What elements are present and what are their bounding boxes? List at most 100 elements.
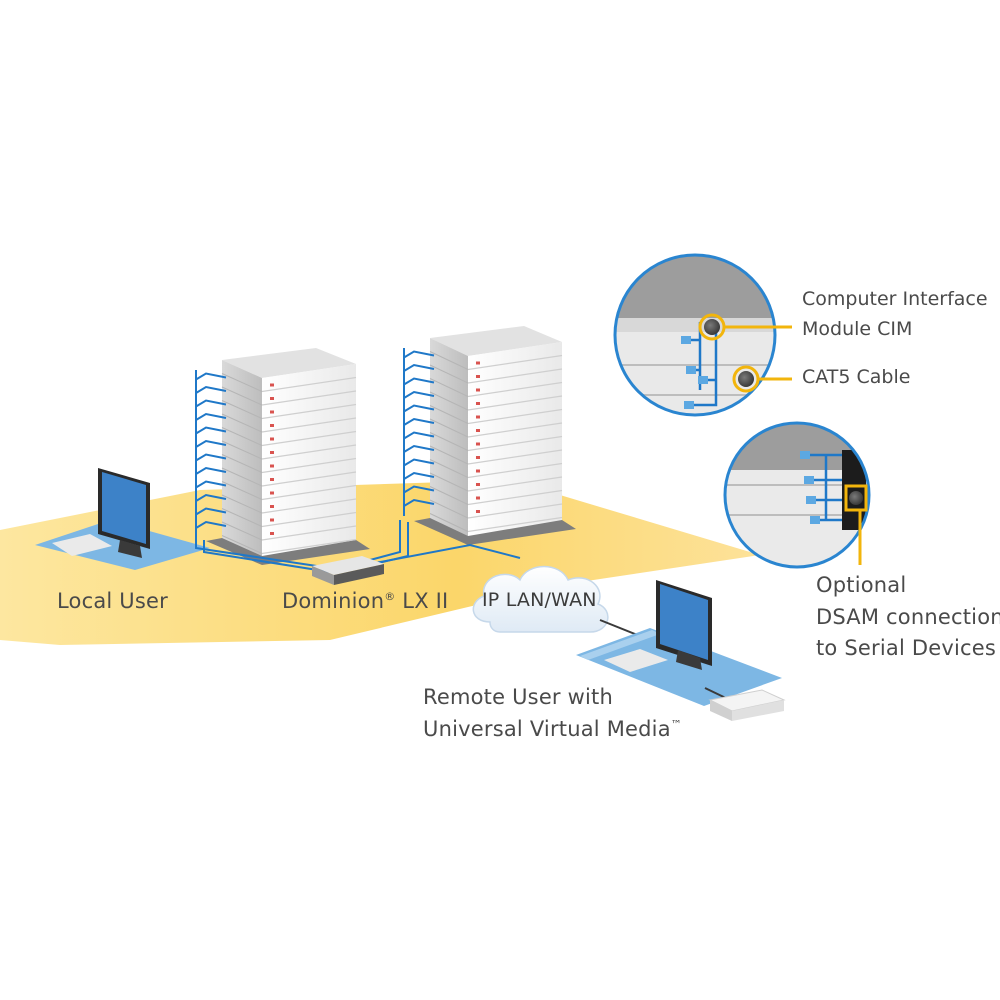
rack-side-line (429, 445, 469, 465)
ip-lan-wan-label: IP LAN/WAN (482, 589, 597, 611)
rack-shelf-line (467, 368, 563, 384)
rack-led (270, 451, 274, 454)
rack-side-line (221, 373, 263, 392)
rack-led (476, 375, 480, 378)
rack-led (270, 410, 274, 414)
rack-shelf-line (261, 376, 357, 393)
rack-side-line (429, 391, 469, 411)
rack-shelf-line (261, 538, 357, 555)
rack-shelf-line (261, 525, 357, 541)
rack-shelf-line (261, 390, 357, 406)
cim-callout (613, 253, 792, 417)
rack-led (270, 532, 274, 535)
rack-shelf-line (261, 417, 357, 433)
dominion-device (312, 556, 384, 585)
ip-lan-wan-cloud (472, 565, 609, 633)
rack-shelf-line (467, 503, 563, 519)
rack-cable-line (195, 493, 227, 502)
rack-shelf-line (261, 457, 357, 474)
rack-cable-line (403, 458, 435, 467)
rack-shelf-line (467, 422, 563, 438)
rack-shelf-line (467, 381, 563, 398)
rack-cable-line (403, 377, 435, 386)
rack-shelf-line (467, 462, 563, 479)
rack-shelf-line (261, 484, 357, 501)
rack-side-line (429, 486, 469, 505)
rack-shelf-line (261, 498, 357, 514)
rack-shelf-line (467, 435, 563, 452)
rack-led (476, 402, 480, 405)
rack-cable-line (195, 480, 227, 489)
rack-cable-line (403, 404, 435, 413)
server-rack-2 (414, 326, 576, 545)
rack-side-line (221, 400, 263, 419)
rack-cable-line (403, 485, 435, 494)
rack-led (270, 424, 274, 427)
rack-shelf-line (467, 489, 563, 506)
rack-cable-line (403, 390, 435, 399)
rack-side-line (429, 432, 469, 451)
rack-side-line (221, 535, 263, 554)
rack-cable-line (195, 466, 227, 475)
rack-shelf-line (261, 403, 357, 420)
rack-side-line (429, 499, 469, 519)
rack-cable-line (195, 520, 227, 529)
rack-shelf-line (261, 430, 357, 447)
rack-led (476, 456, 480, 459)
rack-shelf-line (467, 516, 563, 533)
rack-side-line (429, 405, 469, 424)
rack-shelf-line (467, 408, 563, 425)
rack-shelf-line (261, 444, 357, 460)
rack-cable-line (403, 363, 435, 372)
rack-side-line (221, 521, 263, 541)
dominion-cables (195, 520, 521, 573)
remote-monitor (604, 580, 712, 672)
rack-led (270, 518, 274, 522)
rack-led (270, 464, 274, 468)
rack-cable-line (403, 498, 435, 507)
rack-shelf-line (467, 476, 563, 492)
rack-led (270, 491, 274, 495)
rack-led (270, 397, 274, 400)
rack-side-line (221, 454, 263, 473)
rack-side-line (221, 440, 263, 460)
rack-side-line (221, 508, 263, 527)
virtual-media-drive (708, 689, 786, 721)
cim-label: Computer Interface Module CIM (802, 288, 988, 341)
rack-shelf-line (261, 511, 357, 528)
rack-side-line (221, 481, 263, 500)
rack-led (270, 478, 274, 481)
rack-side-line (429, 378, 469, 397)
rack-cable-line (195, 439, 227, 448)
rack-cable-line (403, 471, 435, 480)
rack-cable-line (195, 385, 227, 394)
rack-side-line (429, 364, 469, 384)
rack-led (270, 383, 274, 387)
rack-side-line (429, 459, 469, 478)
rack-side-line (221, 386, 263, 406)
rack-shelf-line (261, 471, 357, 487)
rack-cable-line (195, 372, 227, 381)
rack-led (476, 483, 480, 486)
rack-shelf-line (467, 354, 563, 371)
rack-cable-line (195, 426, 227, 435)
rack-led (476, 510, 480, 513)
rack-led (476, 361, 480, 365)
rack-led (476, 388, 480, 392)
rack-led (476, 429, 480, 432)
rack-shelf-line (467, 449, 563, 465)
cat5-label: CAT5 Cable (802, 366, 911, 388)
dsam-label: Optional DSAM connection to Serial Devic… (816, 573, 1000, 660)
rack-cable-line (195, 453, 227, 462)
rack-led (476, 442, 480, 446)
local-monitor (52, 468, 150, 558)
rack-shelves (221, 351, 563, 555)
rack-led (476, 415, 480, 419)
rack-side-line (221, 467, 263, 487)
rack-side-line (429, 472, 469, 492)
rack-cable-line (195, 399, 227, 408)
rack-led (476, 496, 480, 500)
remote-user-label: Remote User with Universal Virtual Media… (423, 685, 682, 741)
rack-cable-line (403, 417, 435, 426)
